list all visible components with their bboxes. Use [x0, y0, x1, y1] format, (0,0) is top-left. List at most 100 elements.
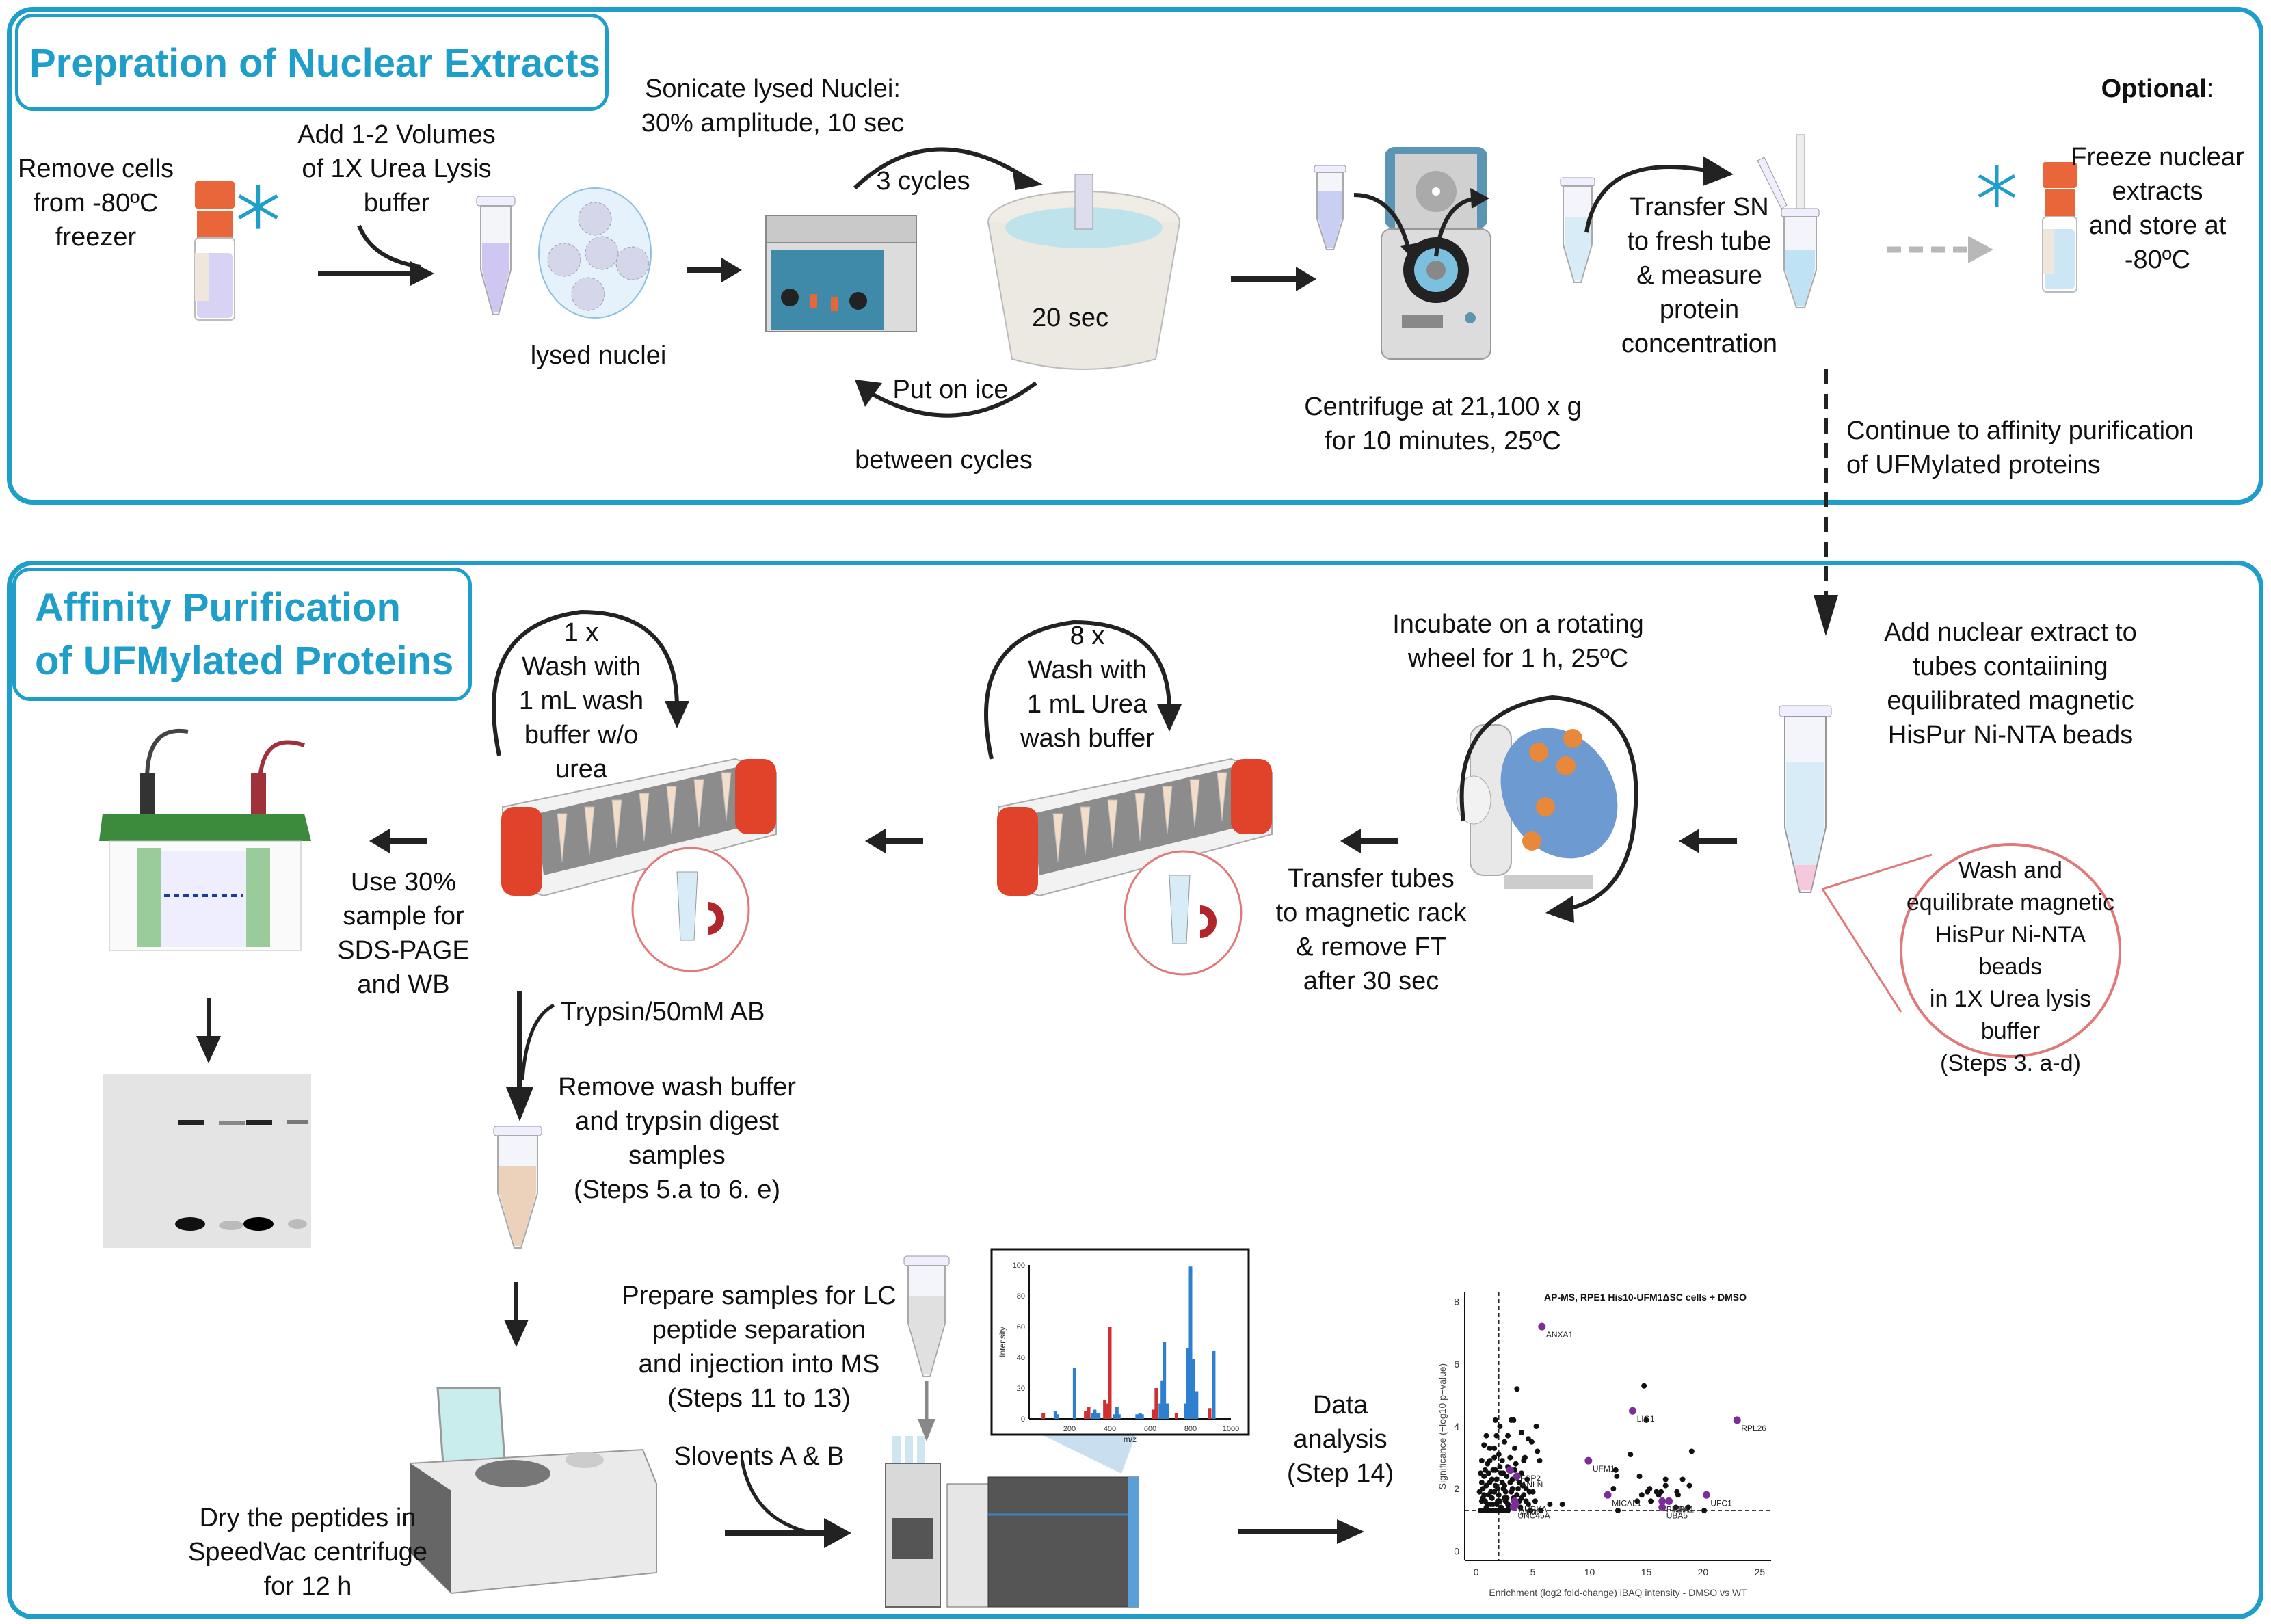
ms-peak-blue: [1117, 1414, 1121, 1419]
ms-peak-blue: [1160, 1380, 1165, 1419]
step-transfer-tubes: Transfer tubes to magnetic rack & remove…: [1275, 864, 1467, 996]
volcano-point-label: MICAL1: [1612, 1498, 1642, 1508]
volcano-point: [1512, 1445, 1518, 1451]
volcano-point: [1525, 1501, 1531, 1507]
microtube-icon: [1779, 705, 1832, 893]
arrow-left-1: [1679, 829, 1737, 853]
volcano-y-tick: 6: [1454, 1359, 1459, 1370]
volcano-point: [1478, 1458, 1485, 1464]
volcano-highlight-point: [1665, 1497, 1673, 1505]
ice-time-label: 20 sec: [1032, 304, 1108, 332]
volcano-point: [1491, 1445, 1498, 1451]
volcano-point: [1493, 1501, 1500, 1507]
ms-x-tick: 400: [1104, 1425, 1116, 1433]
lc-ms-instrument-icon: [885, 1436, 1139, 1608]
ms-peak-blue: [1095, 1413, 1099, 1419]
ms-peak-blue: [1158, 1403, 1163, 1419]
volcano-point: [1643, 1417, 1649, 1423]
volcano-point: [1505, 1433, 1511, 1439]
cryovial-icon: [2042, 162, 2077, 293]
rotation-arrow: [1459, 695, 1638, 923]
ms-y-tick: 0: [1021, 1415, 1025, 1424]
step-add-buffer: Add 1-2 Volumes of 1X Urea Lysis buffer: [297, 120, 496, 217]
arrow-to-lc: [725, 1459, 851, 1548]
volcano-point-label: RPL26: [1741, 1424, 1766, 1433]
volcano-point: [1485, 1492, 1491, 1498]
volcano-point: [1518, 1430, 1524, 1436]
volcano-point: [1679, 1476, 1686, 1482]
volcano-y-label: Significance (−log10 p−value): [1437, 1363, 1448, 1489]
lysed-nuclei-label: lysed nuclei: [530, 341, 667, 370]
arrow-left-4: [369, 829, 427, 853]
volcano-point: [1496, 1492, 1502, 1498]
volcano-point-label: AURKA: [1519, 1504, 1547, 1514]
volcano-point: [1537, 1458, 1543, 1464]
volcano-point: [1487, 1445, 1493, 1451]
volcano-point-label: UNC45A: [1517, 1511, 1550, 1521]
volcano-point: [1656, 1492, 1662, 1498]
volcano-point: [1476, 1489, 1483, 1495]
volcano-point: [1528, 1439, 1535, 1445]
ms-peak-blue: [1140, 1414, 1144, 1419]
ms-x-tick: 200: [1063, 1425, 1076, 1433]
gel-electrophoresis-icon: [99, 728, 311, 951]
continue-label: Continue to affinity purification of UFM…: [1846, 416, 2194, 479]
volcano-point: [1505, 1508, 1511, 1514]
ms-peak-blue: [1055, 1414, 1059, 1419]
ms-peak-blue: [1053, 1411, 1057, 1419]
volcano-point: [1509, 1417, 1515, 1423]
volcano-point-label: UFSP2: [1514, 1474, 1541, 1483]
volcano-x-label: Enrichment (log2 fold-change) iBAQ inten…: [1489, 1587, 1747, 1598]
microtube-icon: [493, 1126, 542, 1249]
ice-bucket-icon: [987, 174, 1180, 370]
ms-peak-red: [1103, 1400, 1107, 1419]
volcano-point: [1535, 1448, 1541, 1454]
step-add-extract: Add nuclear extract to tubes contaiining…: [1884, 618, 2137, 749]
ms-peak-blue: [1093, 1409, 1097, 1419]
volcano-point: [1516, 1480, 1522, 1486]
snowflake-icon: [1978, 165, 2016, 207]
ms-peak-red: [1151, 1409, 1155, 1419]
volcano-point: [1615, 1508, 1621, 1514]
volcano-point: [1614, 1473, 1620, 1479]
volcano-point: [1636, 1473, 1643, 1479]
ms-peak-blue: [1186, 1348, 1190, 1419]
volcano-point: [1481, 1473, 1487, 1479]
volcano-point: [1500, 1486, 1506, 1492]
panel1-title: Prepration of Nuclear Extracts: [29, 41, 600, 85]
ms-peak-blue: [1195, 1391, 1199, 1419]
arrow-to-sonicator: [687, 258, 742, 282]
ms-peak-red: [1087, 1407, 1091, 1419]
magnet-magnifier: [1124, 850, 1243, 976]
volcano-point: [1528, 1508, 1534, 1514]
microtube-icon: [476, 196, 516, 315]
panel2-title-line1: Affinity Purification: [35, 585, 401, 630]
optional-dashed-arrow: [1887, 236, 1993, 263]
solvents-label: Slovents A & B: [674, 1442, 845, 1471]
western-blot-icon: [103, 1074, 311, 1248]
ms-peak-blue: [1188, 1266, 1193, 1419]
ms-peak-blue: [1097, 1413, 1101, 1419]
volcano-point: [1483, 1433, 1489, 1439]
beads-magnifier: [1821, 843, 2121, 1058]
volcano-point: [1482, 1467, 1488, 1473]
volcano-highlight-point: [1509, 1504, 1517, 1512]
volcano-point: [1532, 1498, 1538, 1504]
ms-peak-red: [1174, 1413, 1178, 1419]
magnetic-rack-icon: [997, 758, 1273, 897]
volcano-point: [1492, 1417, 1498, 1423]
ms-peak-blue: [1113, 1414, 1117, 1419]
volcano-point: [1638, 1492, 1645, 1498]
put-on-ice-label: Put on ice: [892, 375, 1009, 404]
cycle-arrow-top: [853, 147, 1043, 190]
volcano-point-label: ANLN: [1521, 1480, 1543, 1489]
ms-peak-red: [1208, 1408, 1212, 1419]
volcano-point-label: UBA5: [1666, 1511, 1688, 1521]
volcano-highlight-point: [1733, 1416, 1741, 1424]
step-sonicate: Sonicate lysed Nuclei: 30% amplitude, 10…: [641, 75, 905, 137]
volcano-point: [1688, 1448, 1695, 1454]
volcano-highlight-point: [1629, 1407, 1637, 1415]
volcano-point: [1489, 1476, 1495, 1482]
ms-peak-blue: [1191, 1359, 1195, 1419]
